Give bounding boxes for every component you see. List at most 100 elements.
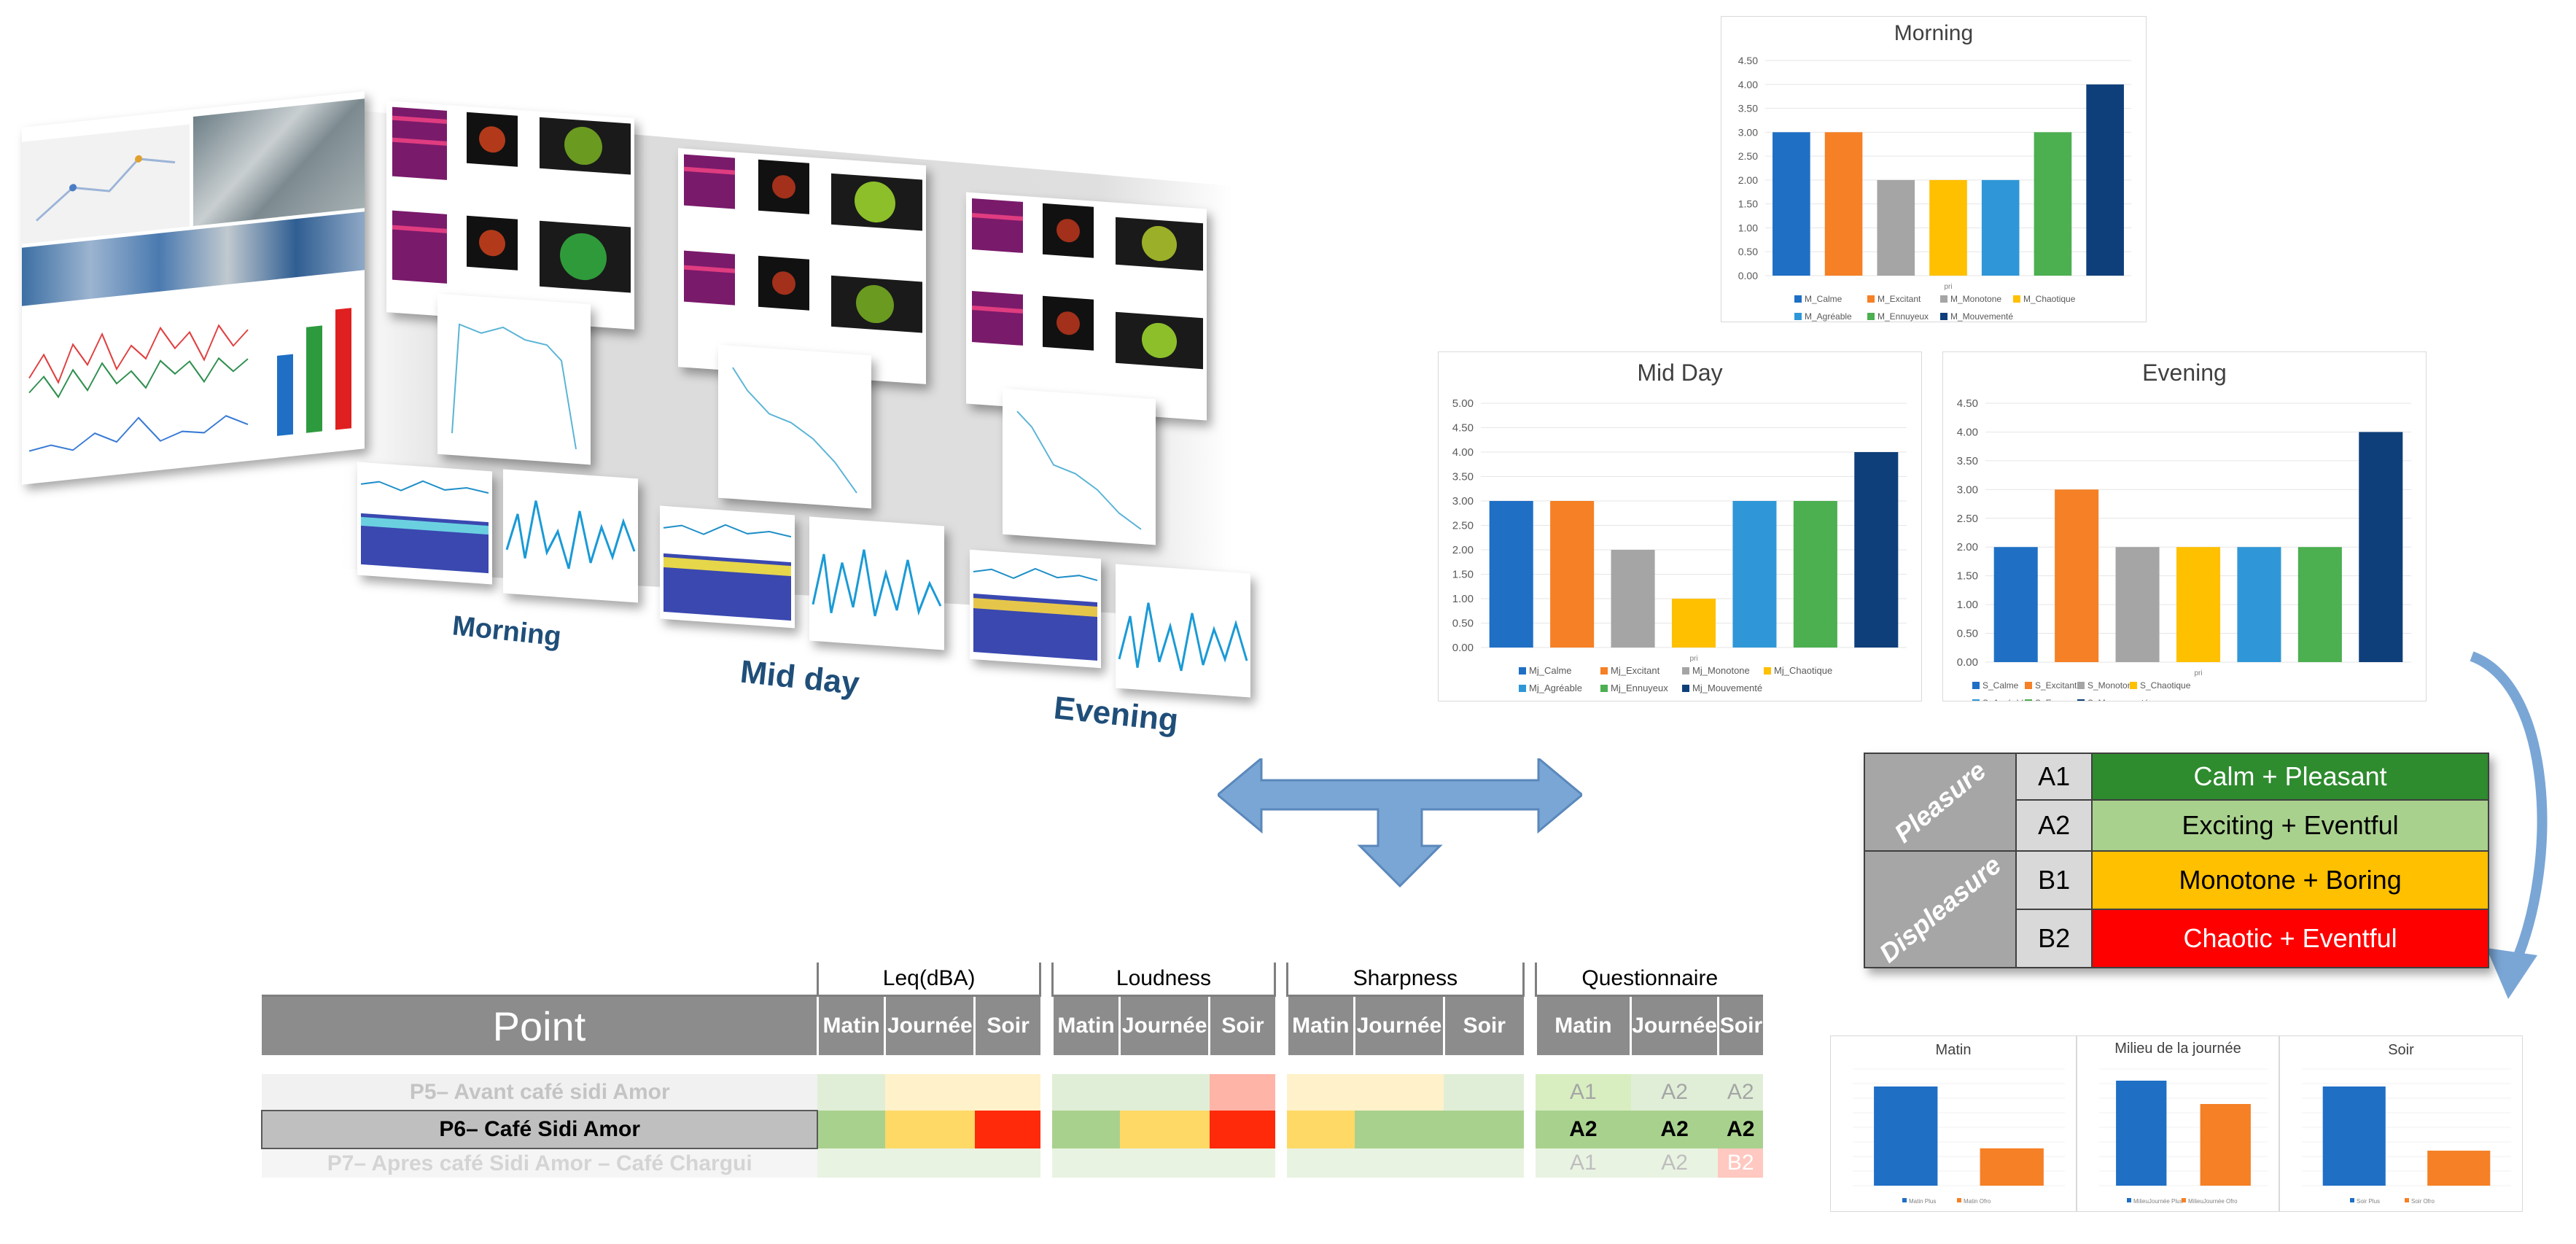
bar — [2200, 1104, 2251, 1186]
cell — [974, 1074, 1040, 1111]
t-arrow — [1218, 758, 1582, 888]
legend-label: M_Mouvementé — [1950, 311, 2013, 322]
bar — [2034, 132, 2072, 276]
evening-spectrogram-grid — [966, 192, 1207, 421]
day-label-evening: Evening — [1051, 690, 1180, 739]
bar — [1671, 599, 1716, 648]
column-gap — [1523, 963, 1536, 996]
y-tick-label: 2.50 — [1957, 513, 1978, 525]
y-tick-label: 1.00 — [1957, 599, 1978, 611]
column-gap — [1040, 995, 1053, 1055]
cell — [884, 1148, 975, 1178]
bar — [1824, 132, 1863, 276]
cell — [1209, 1111, 1275, 1148]
legend-swatch — [1600, 667, 1608, 675]
subheader-journee: Journée — [1630, 995, 1719, 1055]
legend-swatch — [2013, 295, 2020, 303]
bar — [1793, 501, 1837, 648]
bar — [2427, 1151, 2491, 1186]
y-tick-label: 1.50 — [1738, 198, 1758, 210]
legend-label: Mj_Mouvementé — [1692, 683, 1762, 693]
bar — [1993, 547, 2038, 662]
site-map — [22, 124, 190, 244]
column-gap — [1275, 963, 1288, 996]
legend-swatch — [2405, 1198, 2409, 1202]
y-tick-label: 1.00 — [1738, 222, 1758, 233]
legend-label: Soir Ofro — [2411, 1198, 2435, 1205]
table-row-p5: P5– Avant café sidi Amor A1 A2 A2 — [262, 1074, 1763, 1111]
table-row-p6: P6– Café Sidi Amor A2 A2 A2 — [260, 1110, 1763, 1149]
legend-swatch — [2077, 682, 2085, 689]
x-axis-label: pri — [1689, 655, 1697, 663]
analysis-collage: Morning Mid day Evening — [0, 0, 1254, 739]
small-chart-title: Milieu de la journée — [2114, 1041, 2241, 1057]
legend-swatch — [1902, 1198, 1907, 1202]
legend-swatch — [2127, 1198, 2131, 1202]
point-name: P6– Café Sidi Amor — [260, 1110, 819, 1149]
subheader-soir: Soir — [1716, 995, 1763, 1055]
cell — [1119, 1074, 1210, 1111]
q-cell: A2 — [1536, 1111, 1631, 1148]
legend-label: Mj_Calme — [1529, 665, 1572, 676]
morning-spectrogram-grid — [386, 101, 634, 330]
q-cell: A2 — [1630, 1111, 1719, 1148]
y-tick-label: 3.00 — [1738, 126, 1758, 138]
y-tick-label: 4.50 — [1738, 55, 1758, 66]
legend-label: Mj_Excitant — [1611, 665, 1660, 676]
y-tick-label: 2.00 — [1738, 174, 1758, 186]
legend-swatch — [2182, 1198, 2186, 1202]
y-tick-label: 2.00 — [1452, 544, 1474, 556]
x-axis-label: pri — [2194, 669, 2202, 677]
y-tick-label: 3.50 — [1738, 103, 1758, 114]
legend-swatch — [1519, 685, 1526, 692]
chart-morning-title: Morning — [1894, 21, 1974, 45]
cell — [1052, 1148, 1120, 1178]
cell — [1354, 1148, 1444, 1178]
column-gap — [1040, 1148, 1053, 1178]
legend-label: Mj_Ennuyeux — [1611, 683, 1668, 693]
legend-swatch — [1867, 313, 1875, 320]
column-gap — [1275, 1111, 1288, 1148]
chart-midday-title: Mid Day — [1637, 359, 1723, 386]
y-tick-label: 4.00 — [1957, 426, 1978, 438]
legend-swatch — [1682, 685, 1689, 692]
subheader-matin: Matin — [816, 995, 885, 1055]
cell — [974, 1111, 1040, 1148]
legend-swatch — [1519, 667, 1526, 675]
q-cell: B2 — [1718, 1148, 1763, 1178]
cell — [817, 1074, 885, 1111]
point-name: P7– Apres café Sidi Amor – Café Chargui — [262, 1148, 818, 1178]
bar — [2115, 547, 2160, 662]
legend-label: Matin Plus — [1909, 1198, 1936, 1205]
cell — [1209, 1074, 1275, 1111]
legend-row-a2: A2 Exciting + Eventful — [1864, 799, 2490, 852]
small-chart-title: Matin — [1935, 1042, 1972, 1058]
y-tick-label: 0.50 — [1738, 246, 1758, 257]
y-tick-label: 3.50 — [1452, 471, 1474, 483]
bar — [1489, 501, 1533, 648]
legend-desc-a2: Exciting + Eventful — [2091, 799, 2490, 852]
column-gap — [1523, 995, 1536, 1055]
legend-label: Mj_Agréable — [1529, 683, 1582, 693]
bar — [1550, 501, 1595, 648]
cell — [1052, 1111, 1120, 1148]
group-loudness: Loudness — [1051, 963, 1277, 997]
subheader-journee: Journée — [884, 995, 975, 1055]
y-tick-label: 4.50 — [1452, 422, 1474, 435]
bar — [1929, 179, 1967, 276]
cell — [1287, 1148, 1355, 1178]
bar — [2116, 1081, 2167, 1186]
column-gap — [1275, 1074, 1288, 1111]
legend-label: MilieuJournée Plus — [2133, 1198, 2183, 1205]
column-gap — [1275, 995, 1288, 1055]
morning-time-plot — [357, 462, 492, 585]
subheader-matin: Matin — [1285, 995, 1355, 1055]
subheader-soir: Soir — [973, 995, 1040, 1055]
aerial-photo — [193, 98, 365, 226]
legend-swatch — [1940, 295, 1947, 303]
subheader-soir: Soir — [1208, 995, 1275, 1055]
bar — [1874, 1086, 1938, 1186]
evening-loudness-plot — [1003, 388, 1156, 545]
